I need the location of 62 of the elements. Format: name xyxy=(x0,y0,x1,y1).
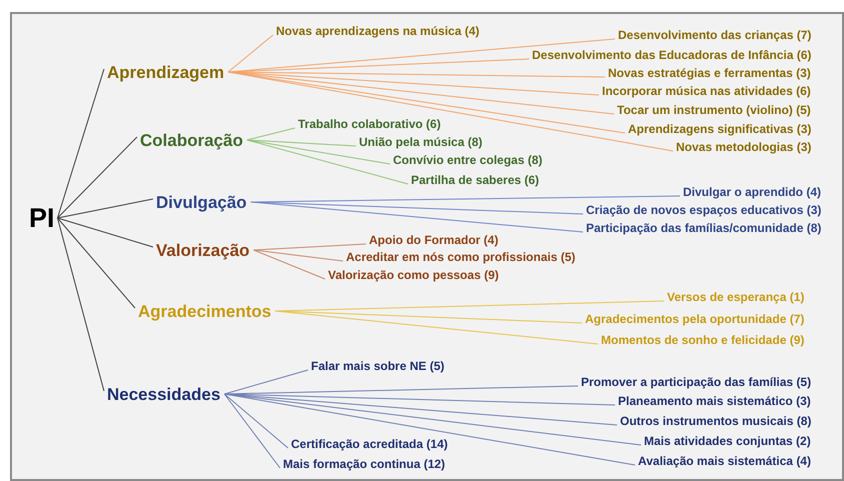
subcategory-label: Mais formação continua (12) xyxy=(282,457,446,471)
connector-line xyxy=(57,136,138,218)
subcategory-label: Promover a participação das famílias (5) xyxy=(580,375,812,389)
subcategory-label: Participação das famílias/comunidade (8) xyxy=(585,221,822,235)
connector-line xyxy=(246,140,356,146)
connector-line xyxy=(246,128,296,140)
subcategory-label: Desenvolvimento das crianças (7) xyxy=(617,28,812,42)
connector-line xyxy=(228,72,674,152)
connector-line xyxy=(228,72,626,134)
category-label: Divulgação xyxy=(155,192,248,212)
subcategory-label: Agradecimentos pela oportunidade (7) xyxy=(584,312,806,326)
connector-line xyxy=(57,218,154,248)
connector-line xyxy=(228,34,274,72)
connector-line xyxy=(253,244,366,250)
connector-line xyxy=(224,394,618,426)
subcategory-label: Outros instrumentos musicais (8) xyxy=(619,414,812,428)
subcategory-label: Convívio entre colegas (8) xyxy=(392,153,544,167)
subcategory-label: Momentos de sonho e felicidade (9) xyxy=(600,333,806,347)
category-label: Colaboração xyxy=(139,130,244,150)
subcategory-label: Tocar um instrumento (violino) (5) xyxy=(616,103,812,117)
subcategory-label: Mais atividades conjuntas (2) xyxy=(643,434,812,448)
subcategory-label: Versos de esperança (1) xyxy=(666,290,806,304)
category-label: Valorização xyxy=(155,240,251,260)
subcategory-label: Falar mais sobre NE (5) xyxy=(310,359,446,373)
connector-line xyxy=(246,140,390,164)
root-label: PI xyxy=(28,204,56,232)
connector-line xyxy=(253,250,326,280)
subcategory-label: Avaliação mais sistemática (4) xyxy=(637,454,812,468)
connector-line xyxy=(250,202,584,232)
connector-line xyxy=(57,68,104,218)
subcategory-label: Divulgar o aprendido (4) xyxy=(682,185,822,199)
subcategory-label: União pela música (8) xyxy=(358,135,484,149)
connector-line xyxy=(224,394,636,466)
connector-line xyxy=(274,310,582,324)
subcategory-label: Trabalho colaborativo (6) xyxy=(297,117,442,131)
subcategory-label: Novas estratégias e ferramentas (3) xyxy=(607,66,812,80)
connector-line xyxy=(246,140,408,184)
subcategory-label: Novas aprendizagens na música (4) xyxy=(275,24,480,38)
category-label: Agradecimentos xyxy=(137,302,272,320)
connector-line xyxy=(57,218,104,392)
subcategory-label: Certificação acreditada (14) xyxy=(290,437,449,451)
category-label: Aprendizagem xyxy=(106,62,226,82)
connector-line xyxy=(224,394,642,446)
subcategory-label: Acreditar em nós como profissionais (5) xyxy=(345,250,576,264)
connector-line xyxy=(224,394,288,448)
connector-line xyxy=(57,218,136,308)
connector-line xyxy=(57,198,154,218)
subcategory-label: Incorporar música nas atividades (6) xyxy=(601,84,812,98)
subcategory-label: Partilha de saberes (6) xyxy=(410,173,540,187)
connector-line xyxy=(253,250,344,262)
subcategory-label: Planeamento mais sistemático (3) xyxy=(617,394,812,408)
subcategory-label: Novas metodologias (3) xyxy=(675,140,812,154)
subcategory-label: Valorização como pessoas (9) xyxy=(327,268,500,282)
connector-line xyxy=(224,370,308,394)
subcategory-label: Criação de novos espaços educativos (3) xyxy=(585,203,822,217)
subcategory-label: Desenvolvimento das Educadoras de Infância (6) xyxy=(531,48,812,62)
category-label: Necessidades xyxy=(106,384,222,404)
subcategory-label: Aprendizagens significativas (3) xyxy=(627,122,812,136)
connector-line xyxy=(274,310,598,344)
subcategory-label: Apoio do Formador (4) xyxy=(368,233,500,247)
connector-line xyxy=(224,394,280,468)
connector-line xyxy=(228,72,614,114)
